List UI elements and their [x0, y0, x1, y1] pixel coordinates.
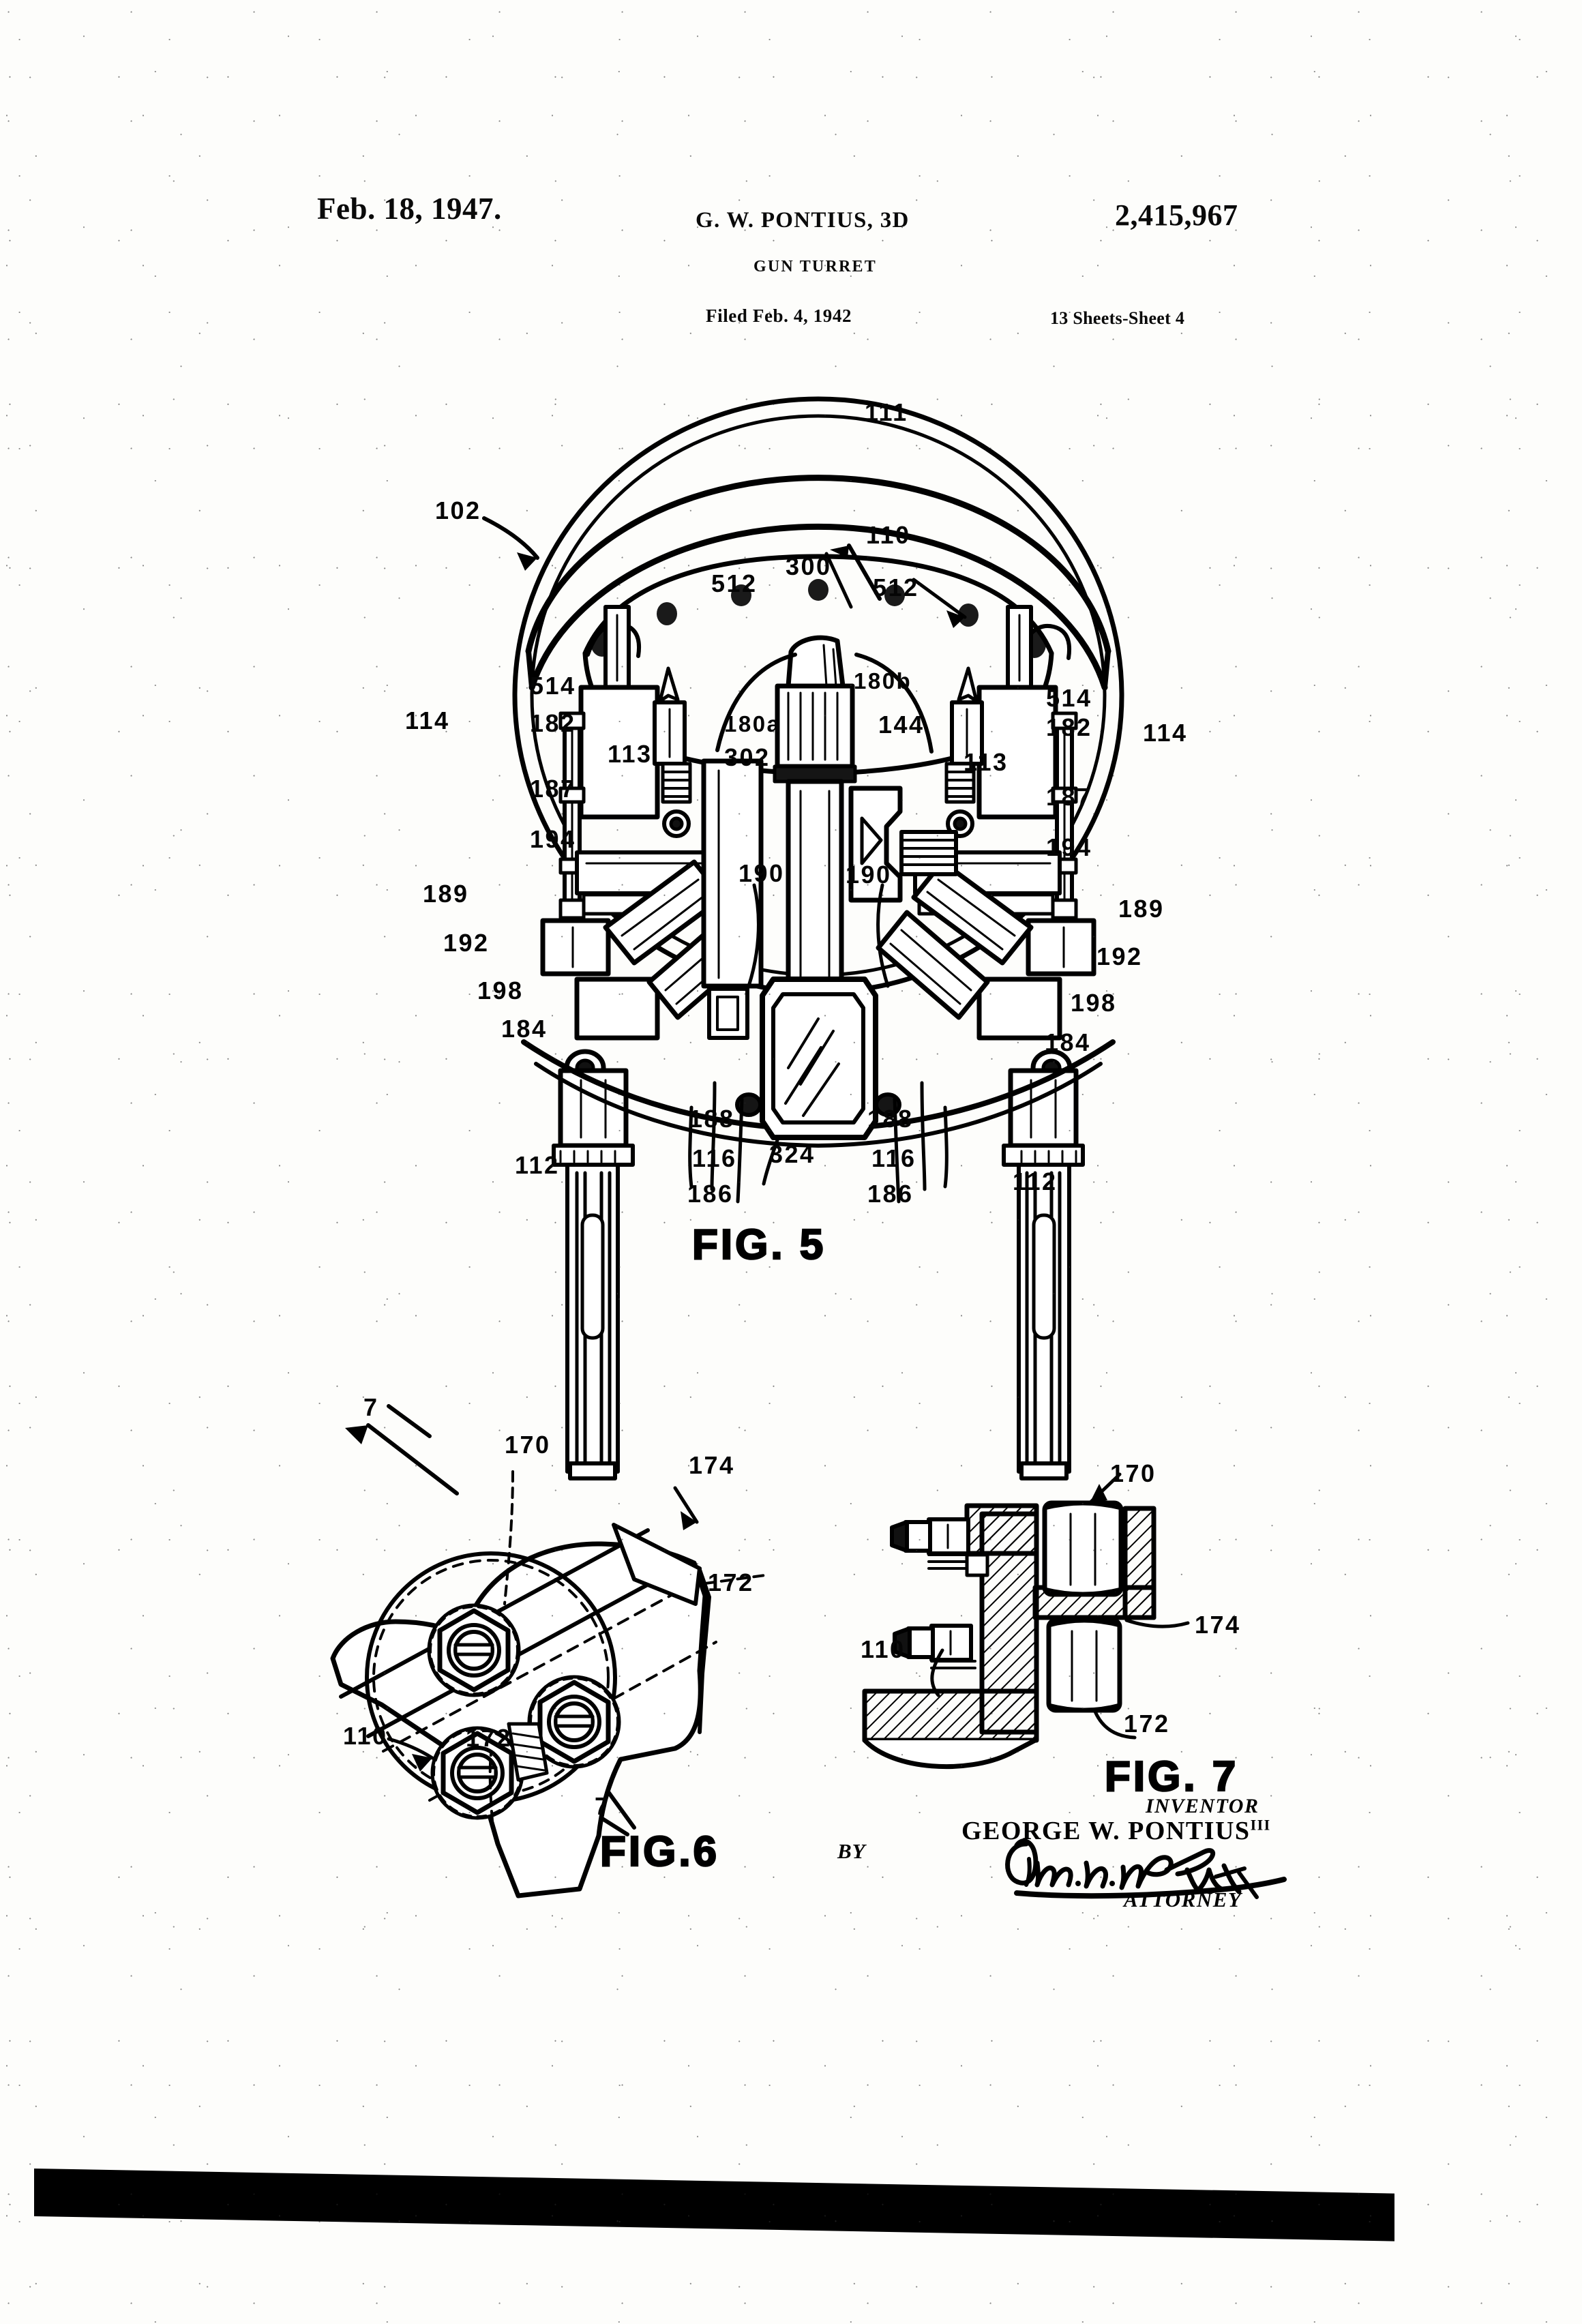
reference-numeral-194: 194 [1046, 833, 1092, 861]
reference-numeral-512: 512 [711, 569, 758, 597]
reference-numeral-186: 186 [867, 1180, 914, 1208]
scan-artifact-bar [34, 2169, 1394, 2241]
reference-numeral-111: 111 [865, 398, 908, 426]
reference-numeral-116: 116 [692, 1144, 737, 1172]
figure-6-drawing [330, 1404, 766, 1898]
reference-numeral-110: 110 [866, 521, 911, 549]
reference-numeral-113: 113 [608, 740, 653, 768]
reference-numeral-7: 7 [363, 1393, 379, 1421]
reference-numeral-198: 198 [1071, 989, 1117, 1017]
reference-numeral-114: 114 [1143, 719, 1188, 747]
reference-numeral-512: 512 [873, 573, 919, 601]
reference-numeral-172: 172 [466, 1724, 512, 1752]
reference-numeral-180b: 180b [854, 668, 912, 694]
reference-numeral-324: 324 [769, 1140, 816, 1168]
reference-numeral-300: 300 [786, 552, 832, 580]
reference-numeral-192: 192 [1096, 942, 1143, 970]
attorney-signature-mark [1005, 1838, 1287, 1899]
reference-numeral-174: 174 [1195, 1611, 1241, 1639]
patent-date: Feb. 18, 1947. [317, 192, 502, 226]
reference-numeral-187: 187 [1046, 783, 1092, 811]
reference-numeral-189: 189 [1118, 895, 1165, 923]
patent-inventor-line: G. W. PONTIUS, 3D [696, 208, 910, 233]
reference-numeral-190: 190 [846, 861, 892, 889]
reference-numeral-514: 514 [530, 672, 576, 700]
patent-sheet-count: 13 Sheets-Sheet 4 [1050, 308, 1185, 328]
reference-numeral-170: 170 [1110, 1459, 1156, 1487]
reference-numeral-174: 174 [689, 1451, 735, 1479]
reference-numeral-186: 186 [687, 1180, 734, 1208]
reference-numeral-112: 112 [515, 1151, 560, 1179]
reference-numeral-198: 198 [477, 977, 524, 1004]
reference-numeral-187: 187 [530, 775, 576, 803]
reference-numeral-172: 172 [708, 1568, 754, 1596]
reference-numeral-194: 194 [530, 825, 576, 853]
figure-6-caption: FIG.6 [599, 1828, 720, 1877]
reference-numeral-189: 189 [423, 880, 469, 908]
reference-numeral-110: 110 [861, 1635, 906, 1663]
reference-numeral-192: 192 [443, 929, 490, 957]
by-label: BY [837, 1839, 866, 1863]
reference-numeral-190: 190 [738, 859, 785, 887]
reference-numeral-114: 114 [405, 706, 450, 734]
patent-filing-date: Filed Feb. 4, 1942 [706, 306, 852, 326]
reference-numeral-116: 116 [871, 1144, 916, 1172]
reference-numeral-170: 170 [505, 1431, 551, 1459]
reference-numeral-112: 112 [1013, 1167, 1058, 1195]
reference-numeral-188: 188 [867, 1105, 914, 1133]
reference-numeral-172: 172 [1124, 1710, 1170, 1738]
reference-numeral-184: 184 [1045, 1028, 1091, 1056]
patent-number: 2,415,967 [1115, 198, 1238, 232]
reference-numeral-182: 182 [530, 709, 576, 737]
figure-5-caption: FIG. 5 [691, 1221, 826, 1270]
reference-numeral-144: 144 [878, 711, 925, 739]
reference-numeral-182: 182 [1046, 713, 1092, 741]
figure-7-caption: FIG. 7 [1104, 1753, 1239, 1802]
reference-numeral-113: 113 [964, 748, 1009, 776]
reference-numeral-514: 514 [1046, 684, 1092, 712]
reference-numeral-302: 302 [724, 743, 771, 771]
reference-numeral-188: 188 [689, 1105, 735, 1133]
reference-numeral-180a: 180a [724, 711, 781, 736]
patent-subject: GUN TURRET [753, 258, 877, 275]
reference-numeral-102: 102 [435, 496, 481, 524]
reference-numeral-110: 110 [343, 1722, 388, 1750]
reference-numeral-7: 7 [595, 1792, 610, 1820]
reference-numeral-184: 184 [501, 1015, 548, 1043]
inventor-label: INVENTOR [1146, 1795, 1259, 1817]
